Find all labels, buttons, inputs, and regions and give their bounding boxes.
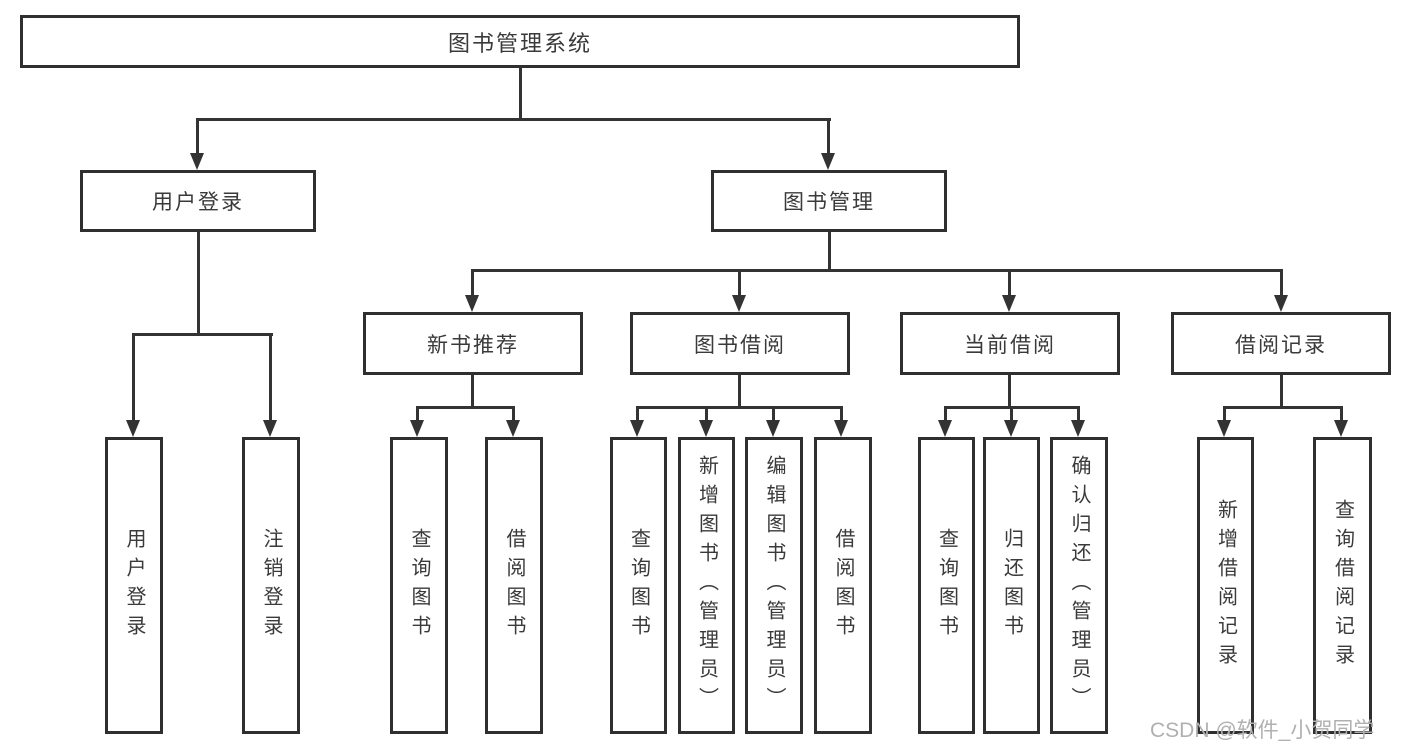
connector-user-login-horizontal — [132, 333, 273, 336]
node-new-book-recommend: 新书推荐 — [363, 312, 583, 375]
leaf-user-login: 用户登录 — [105, 437, 163, 734]
leaf-edit-books-admin: 编辑图书（管理员） — [745, 437, 803, 734]
arrow-down-icon — [465, 269, 479, 312]
leaf-label: 新增借阅记录 — [1214, 498, 1237, 673]
connector-book-borrow-vertical — [738, 375, 741, 408]
node-library-management-system: 图书管理系统 — [20, 15, 1020, 68]
arrow-down-icon — [834, 406, 848, 437]
leaf-label: 编辑图书（管理员） — [763, 455, 785, 716]
leaf-confirm-return-admin: 确认归还（管理员） — [1050, 437, 1108, 734]
leaf-borrow-books-borrowing: 借阅图书 — [814, 437, 872, 734]
node-label: 图书管理 — [783, 191, 875, 214]
leaf-label: 确认归还（管理员） — [1068, 455, 1090, 716]
connector-borrow-records-vertical — [1280, 375, 1283, 408]
leaf-label: 归还图书 — [1000, 527, 1023, 644]
arrow-down-icon — [821, 118, 835, 170]
connector-book-mgmt-vertical — [828, 232, 831, 271]
leaf-label: 新增图书（管理员） — [695, 455, 718, 716]
connector-book-mgmt-horizontal — [471, 269, 1283, 272]
node-book-management: 图书管理 — [711, 170, 947, 232]
arrow-down-icon — [263, 333, 277, 437]
arrow-down-icon — [1004, 406, 1018, 437]
arrow-down-icon — [506, 406, 520, 437]
arrow-down-icon — [630, 406, 644, 437]
arrow-down-icon — [938, 406, 952, 437]
leaf-add-books-admin: 新增图书（管理员） — [678, 437, 735, 734]
leaf-label: 查询图书 — [408, 527, 430, 644]
connector-book-borrow-horizontal — [636, 406, 843, 409]
connector-borrow-records-horizontal — [1223, 406, 1343, 409]
leaf-return-books: 归还图书 — [983, 437, 1040, 734]
arrow-down-icon — [699, 406, 713, 437]
leaf-label: 查询图书 — [935, 527, 958, 644]
leaf-query-borrow-record: 查询借阅记录 — [1313, 437, 1372, 734]
leaf-query-books-borrowing: 查询图书 — [610, 437, 667, 734]
arrow-down-icon — [126, 333, 140, 437]
connector-new-rec-horizontal — [416, 406, 515, 409]
leaf-label: 借阅图书 — [832, 527, 854, 644]
csdn-watermark: CSDN @软件_小贺同学 — [1150, 719, 1375, 742]
leaf-label: 借阅图书 — [503, 527, 525, 644]
leaf-label: 查询借阅记录 — [1331, 498, 1354, 673]
connector-root-vertical — [519, 68, 522, 121]
arrow-down-icon — [1217, 406, 1231, 437]
arrow-down-icon — [1334, 406, 1348, 437]
leaf-label: 用户登录 — [123, 527, 145, 644]
leaf-label: 查询图书 — [627, 527, 650, 644]
node-label: 新书推荐 — [427, 333, 519, 357]
connector-new-rec-vertical — [471, 375, 474, 408]
leaf-query-books-current: 查询图书 — [918, 437, 975, 734]
node-label: 图书借阅 — [694, 333, 786, 357]
connector-current-borrow-vertical — [1008, 375, 1011, 408]
arrow-down-icon — [190, 118, 204, 170]
leaf-logout: 注销登录 — [242, 437, 300, 734]
node-borrowing-records: 借阅记录 — [1171, 312, 1391, 375]
connector-user-login-vertical — [197, 232, 200, 335]
connector-root-horizontal — [196, 118, 831, 121]
node-label: 当前借阅 — [964, 333, 1056, 357]
arrow-down-icon — [410, 406, 424, 437]
leaf-query-books-recommend: 查询图书 — [390, 437, 448, 734]
leaf-add-borrow-record: 新增借阅记录 — [1197, 437, 1254, 734]
arrow-down-icon — [766, 406, 780, 437]
leaf-borrow-books-recommend: 借阅图书 — [485, 437, 543, 734]
arrow-down-icon — [732, 269, 746, 312]
leaf-label: 注销登录 — [260, 527, 282, 644]
node-label: 用户登录 — [152, 191, 244, 214]
arrow-down-icon — [1002, 269, 1016, 312]
node-book-borrowing: 图书借阅 — [630, 312, 850, 375]
node-label: 图书管理系统 — [447, 30, 592, 56]
node-user-login: 用户登录 — [80, 170, 316, 232]
arrow-down-icon — [1071, 406, 1085, 437]
arrow-down-icon — [1274, 269, 1288, 312]
node-current-borrowing: 当前借阅 — [900, 312, 1120, 375]
node-label: 借阅记录 — [1235, 333, 1327, 357]
